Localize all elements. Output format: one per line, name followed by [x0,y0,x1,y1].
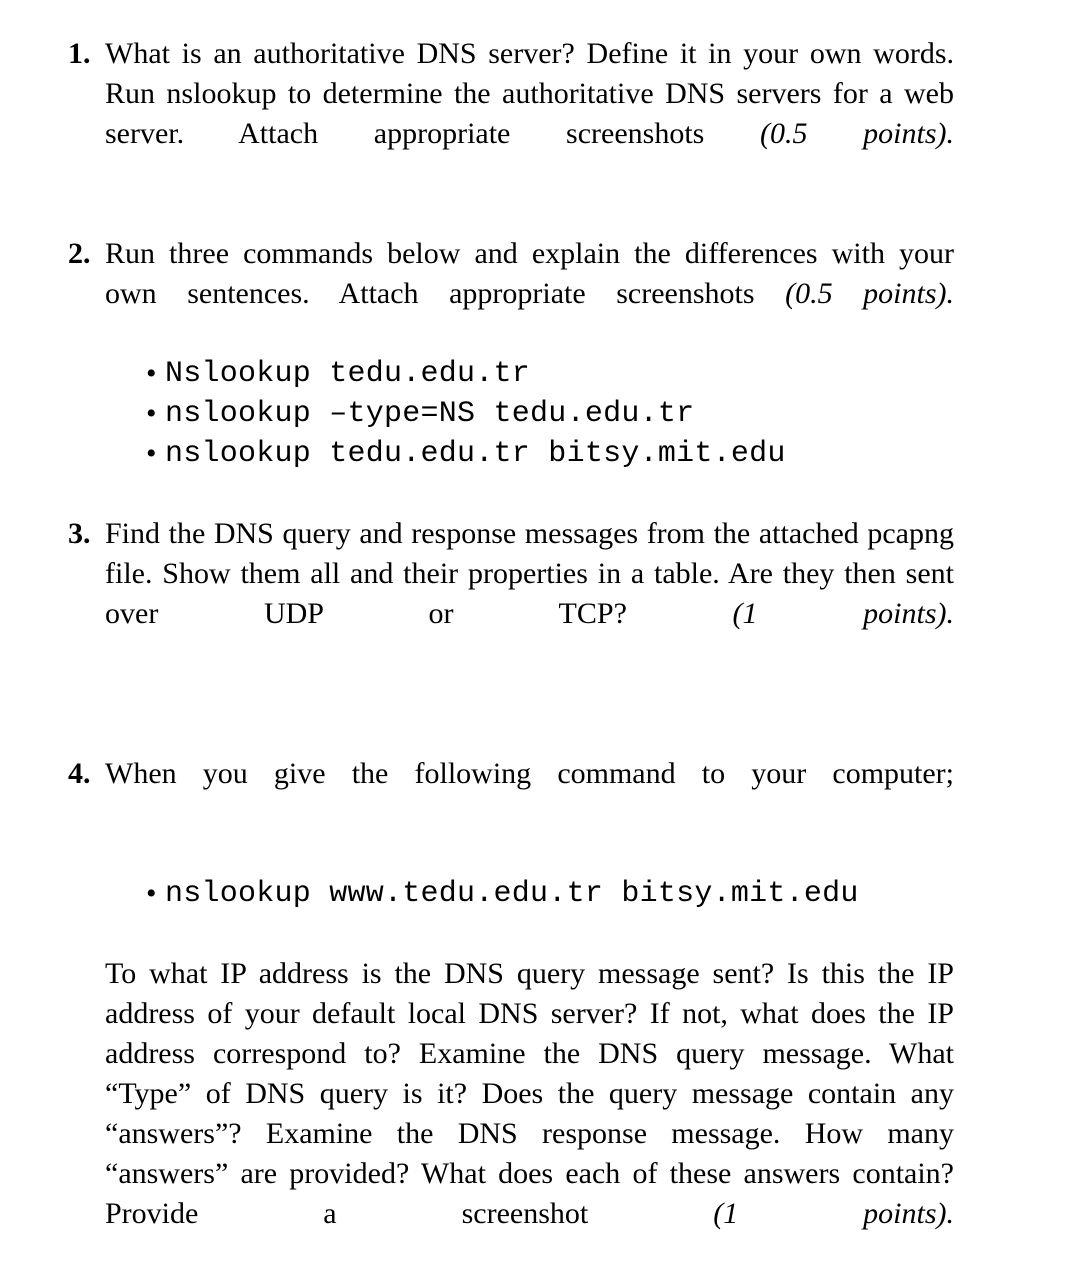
question-text-3: Find the DNS query and response messages… [105,517,954,630]
paragraph-text: To what IP address is the DNS query mess… [105,957,954,1230]
bullet-icon: • [146,357,157,390]
question-text-2: Run three commands below and explain the… [105,237,954,310]
bullet-icon: • [146,397,157,430]
question-body-4: When you give the following command to y… [105,757,954,790]
list-item: •Nslookup tedu.edu.tr [68,354,954,394]
question-points-3: (1 points). [732,597,954,630]
question-item-1: 1. What is an authoritative DNS server? … [68,34,954,194]
question-body-2: Run three commands below and explain the… [105,234,954,354]
spacer [68,674,954,754]
question-body-1: What is an authoritative DNS server? Def… [105,34,954,194]
command-list-item-4: •nslookup www.tedu.edu.tr bitsy.mit.edu [68,874,954,914]
list-item: •nslookup –type=NS tedu.edu.tr [68,394,954,434]
spacer [68,194,954,234]
list-item: •nslookup www.tedu.edu.tr bitsy.mit.edu [68,874,954,914]
spacer [68,914,954,954]
bullet-icon: • [146,437,157,470]
command-text: Nslookup tedu.edu.tr [165,357,531,391]
spacer [68,474,954,514]
document-content: 1. What is an authoritative DNS server? … [68,34,954,1274]
question-item-4: 4. When you give the following command t… [68,754,954,834]
command-text: nslookup –type=NS tedu.edu.tr [165,397,695,431]
question-number-2: 2. [68,237,91,270]
question-points-4: (1 points). [713,1197,955,1230]
question-text-1: What is an authoritative DNS server? Def… [105,37,954,150]
spacer [68,834,954,874]
question-points-1: (0.5 points). [760,117,954,150]
question-points-2: (0.5 points). [785,277,954,310]
question-item-2: 2. Run three commands below and explain … [68,234,954,354]
command-text: nslookup tedu.edu.tr bitsy.mit.edu [165,437,786,471]
question-body-3: Find the DNS query and response messages… [105,514,954,674]
bullet-icon: • [146,877,157,910]
list-item: •nslookup tedu.edu.tr bitsy.mit.edu [68,434,954,474]
command-list-item-2: •Nslookup tedu.edu.tr •nslookup –type=NS… [68,354,954,474]
question-number-3: 3. [68,517,91,550]
question-item-3: 3. Find the DNS query and response messa… [68,514,954,674]
command-text: nslookup www.tedu.edu.tr bitsy.mit.edu [165,877,859,911]
question-paragraph-4: To what IP address is the DNS query mess… [68,954,954,1274]
question-number-1: 1. [68,37,91,70]
question-number-4: 4. [68,757,91,790]
